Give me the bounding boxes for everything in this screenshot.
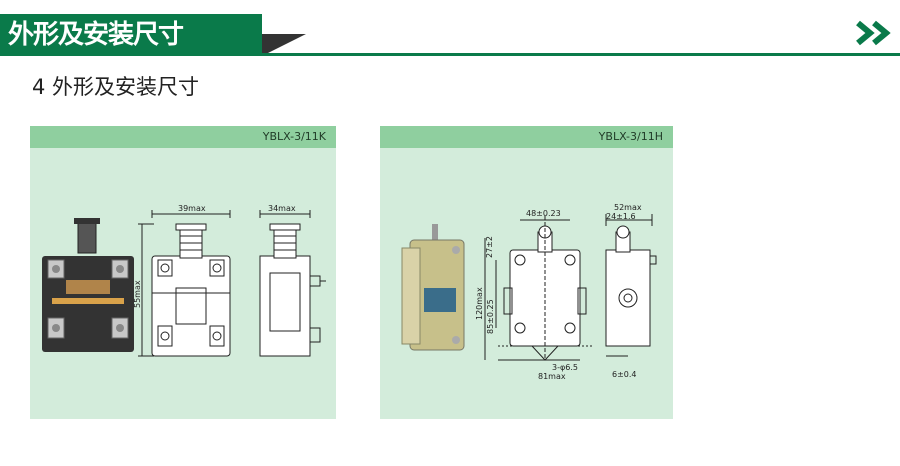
side-view-drawing: [605, 214, 657, 357]
width-dimension: 39max: [178, 204, 206, 213]
panel-model-label: YBLX-3/11H: [380, 126, 673, 148]
width-dimension: 81max: [538, 372, 566, 381]
side-view-drawing: [259, 210, 326, 357]
panel-yblx-3-11k: YBLX-3/11K: [30, 126, 336, 419]
header-slant-decoration: [256, 14, 306, 56]
switch-photo: [42, 218, 134, 352]
side-width-dimension: 52max: [614, 203, 642, 212]
panel-model-label: YBLX-3/11K: [30, 126, 336, 148]
section-heading: 4 外形及安装尺寸: [32, 75, 200, 99]
top-dimension: 27±2: [485, 236, 494, 258]
yblx-3-11k-drawing: 39max 55max 34max: [42, 204, 326, 357]
header-title-background: 外形及安装尺寸: [0, 14, 262, 56]
depth-dimension: 34max: [268, 204, 296, 213]
header-title: 外形及安装尺寸: [8, 20, 184, 50]
height-dimension: 55max: [133, 280, 142, 308]
front-view-drawing: [484, 216, 592, 361]
height-dimension: 120max: [475, 287, 484, 320]
hole-diameter-dimension: 3-φ6.5: [552, 363, 578, 372]
panel-yblx-3-11h: YBLX-3/11H: [380, 126, 673, 419]
double-chevron-right-icon: [856, 20, 891, 46]
side-bottom-dimension: 6±0.4: [612, 370, 637, 379]
front-view-drawing: [138, 210, 231, 357]
hole-height-dimension: 85±0.25: [486, 299, 495, 334]
hole-spacing-dimension: 48±0.23: [526, 209, 561, 218]
switch-photo: [401, 224, 465, 351]
header-bar: 外形及安装尺寸: [0, 14, 900, 56]
side-top-dimension: 24±1.6: [606, 212, 636, 221]
header-underline: [262, 53, 900, 56]
yblx-3-11h-drawing: 48±0.23 27±2 120max 85±0.25 3-φ6.5 81max…: [401, 203, 657, 381]
